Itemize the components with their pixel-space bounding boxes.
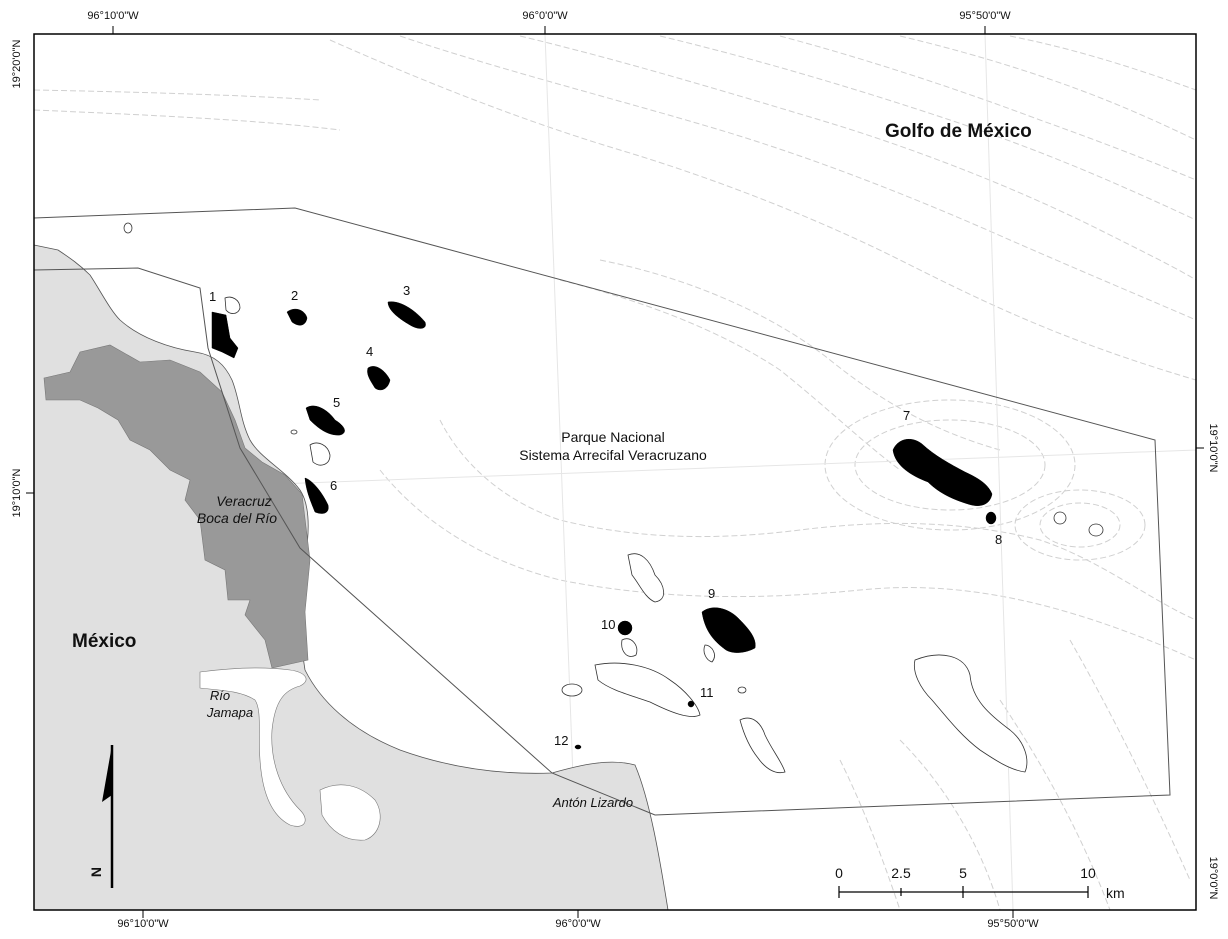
- reef-number-label: 6: [330, 478, 337, 493]
- contour-line: [899, 35, 1197, 141]
- north-arrow-head: [102, 745, 112, 802]
- reef-outline: [703, 644, 715, 663]
- bottom-lon-tick-label: 95°50'0"W: [987, 918, 1039, 930]
- reef-number-label: 8: [995, 532, 1002, 547]
- scale-bar-label: 10: [1080, 865, 1096, 881]
- contour-line: [779, 35, 1197, 181]
- reef-number-label: 1: [209, 289, 216, 304]
- reef-8: [985, 511, 997, 525]
- city-label-line2: Boca del Río: [197, 510, 277, 526]
- contour-line: [1039, 502, 1121, 548]
- park-label-line2: Sistema Arrecifal Veracruzano: [519, 447, 707, 463]
- river-label-line2: Jamapa: [206, 705, 253, 720]
- reef-outline: [627, 553, 665, 603]
- contour-line: [1069, 639, 1191, 881]
- reef-10: [617, 620, 633, 636]
- town-label: Antón Lizardo: [552, 795, 633, 810]
- north-arrow-label: N: [88, 867, 104, 877]
- reef-number-label: 12: [554, 733, 568, 748]
- right-lat-tick-label: 19°10'0"N: [1207, 424, 1219, 473]
- north-arrow: N: [88, 745, 114, 888]
- reef-number-label: 3: [403, 283, 410, 298]
- reef-9: [701, 607, 756, 653]
- reef-number-label: 4: [366, 344, 373, 359]
- river-label-line1: Río: [210, 688, 230, 703]
- contour-line: [33, 89, 321, 101]
- scale-bar-label: 5: [959, 865, 967, 881]
- gulf-label: Golfo de México: [885, 121, 1032, 142]
- reef-7: [892, 438, 993, 506]
- scale-bar: 0 2.5 5 10 km: [835, 865, 1125, 901]
- bathymetry-contours: [33, 35, 1197, 911]
- reef-number-label: 9: [708, 586, 715, 601]
- map-frame-border: [33, 33, 1197, 911]
- frame-ticks: [26, 26, 1204, 918]
- reef-outline: [739, 717, 786, 774]
- country-label: México: [72, 631, 136, 652]
- reef-outline: [224, 296, 241, 314]
- contour-line: [33, 109, 341, 131]
- islet-outline: [737, 686, 747, 694]
- river-jamapa: [199, 667, 307, 827]
- reef-1: [211, 311, 239, 359]
- contour-line: [329, 39, 1197, 381]
- reef-number-label: 5: [333, 395, 340, 410]
- top-lon-tick-label: 96°10'0"W: [87, 10, 139, 22]
- reef-outline: [1053, 511, 1067, 525]
- reef-outlines: [123, 222, 1104, 774]
- reef-outline: [309, 442, 331, 466]
- reef-number-label: 10: [601, 617, 615, 632]
- contour-line: [399, 35, 1197, 321]
- contour-line: [379, 469, 1197, 661]
- contour-line: [824, 399, 1076, 531]
- left-lat-tick-label: 19°20'0"N: [11, 39, 23, 88]
- reef-outline: [561, 683, 583, 697]
- scale-bar-unit: km: [1106, 885, 1125, 901]
- reef-outline: [1088, 523, 1104, 537]
- contour-line: [899, 739, 1001, 911]
- contour-line: [599, 259, 1001, 451]
- left-lat-tick-label: 19°10'0"N: [11, 468, 23, 517]
- scale-bar-label: 0: [835, 865, 843, 881]
- contour-line: [854, 419, 1046, 511]
- scale-bar-label: 2.5: [891, 865, 911, 881]
- contour-line: [1009, 35, 1197, 91]
- park-boundary: [33, 207, 1171, 816]
- reef-number-label: 7: [903, 408, 910, 423]
- contour-line: [1014, 489, 1146, 561]
- reef-outline: [594, 662, 701, 717]
- reef-12: [574, 744, 582, 750]
- reef-4: [367, 366, 391, 391]
- reef-number-labels: 1 2 3 4 5 6 7 8 9 10 11 12: [209, 283, 1002, 748]
- reef-number-label: 2: [291, 288, 298, 303]
- islet-outline: [290, 429, 298, 435]
- urban-area: [43, 344, 311, 669]
- right-lat-tick-label: 19°0'0"N: [1207, 857, 1219, 900]
- islet-outline: [123, 222, 133, 234]
- contour-line: [839, 759, 901, 911]
- reef-outline: [913, 654, 1028, 773]
- reef-5: [305, 405, 345, 436]
- contour-line: [519, 35, 1197, 281]
- reef-6: [304, 477, 329, 514]
- graticule-line: [544, 33, 579, 911]
- bottom-lon-tick-label: 96°0'0"W: [555, 918, 601, 930]
- park-label-line1: Parque Nacional: [561, 429, 665, 445]
- reef-3: [387, 301, 426, 329]
- top-lon-tick-label: 96°0'0"W: [522, 10, 568, 22]
- numbered-reefs: [211, 301, 997, 750]
- contour-line: [559, 279, 901, 471]
- contour-line: [659, 35, 1197, 221]
- reef-outline: [621, 638, 638, 657]
- lagoon: [319, 784, 381, 841]
- reef-number-label: 11: [700, 685, 714, 700]
- reef-11: [687, 700, 695, 708]
- reef-2: [286, 308, 308, 326]
- bottom-lon-tick-label: 96°10'0"W: [117, 918, 169, 930]
- top-lon-tick-label: 95°50'0"W: [959, 10, 1011, 22]
- contour-line: [999, 699, 1111, 911]
- city-label-line1: Veracruz: [216, 493, 272, 509]
